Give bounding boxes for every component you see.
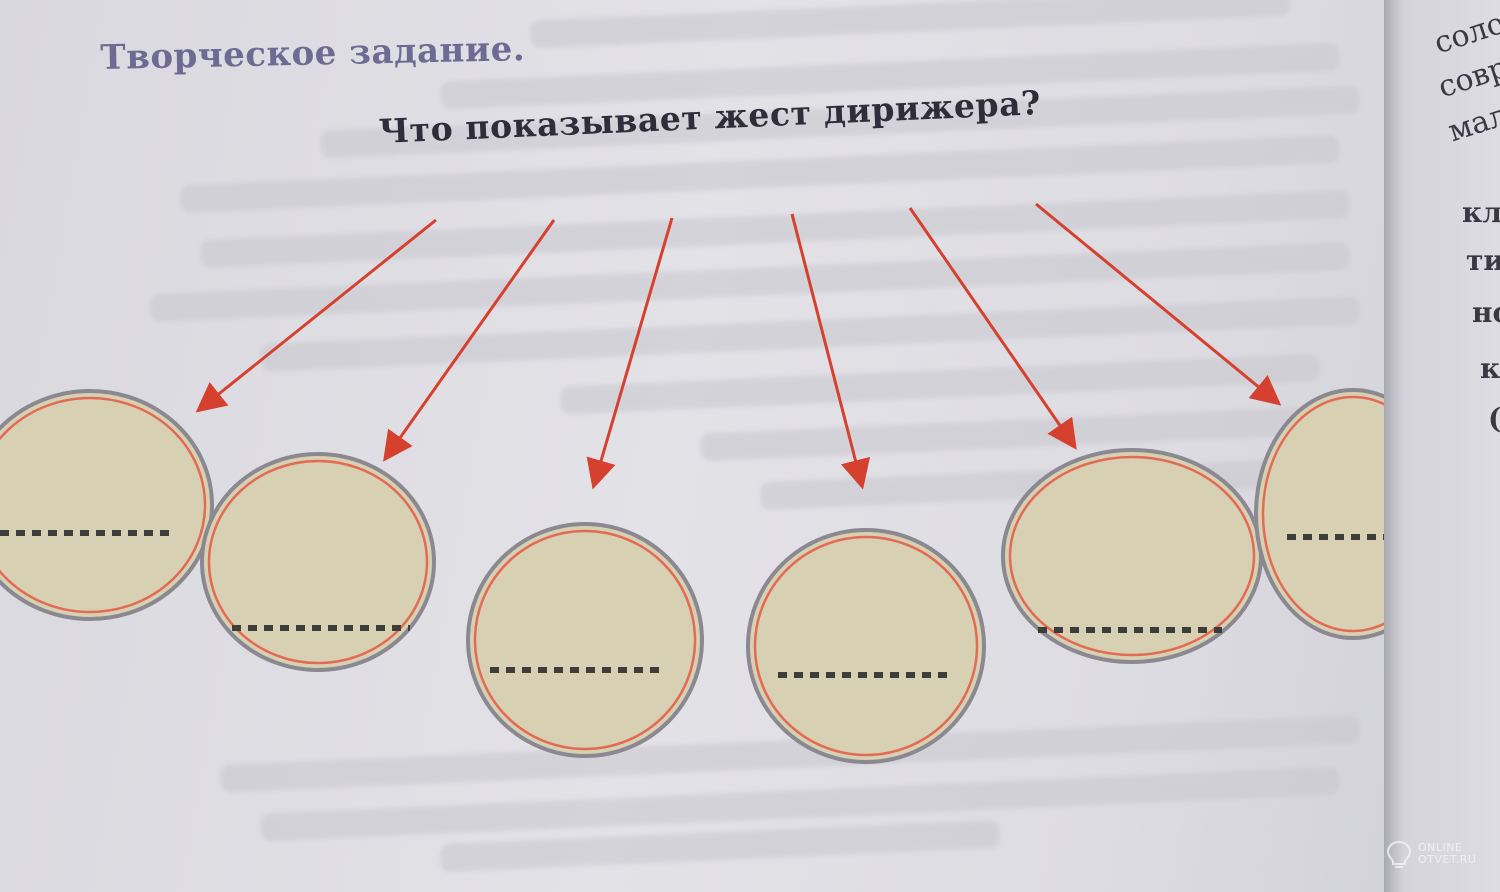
circle-inner-ring: [753, 535, 979, 757]
next-page-word: к: [1480, 352, 1500, 385]
circle-inner-ring: [1008, 455, 1256, 657]
circle-inner-ring: [207, 459, 429, 665]
arrow: [383, 219, 556, 462]
answer-circle: [746, 528, 986, 764]
watermark-line2: OTVET.RU: [1418, 853, 1477, 866]
answer-circle: [0, 389, 214, 621]
next-page-word: (: [1488, 402, 1500, 435]
next-page-edge: соло совр мал кла ти но к (: [1384, 0, 1500, 892]
watermark: ONLINE OTVET.RU: [1418, 842, 1488, 866]
next-page-word: ти: [1466, 244, 1500, 277]
answer-circle: [466, 522, 704, 758]
answer-circle: [1001, 448, 1263, 664]
circle-outer-ring: [200, 452, 436, 672]
circle-inner-ring: [473, 529, 697, 751]
circle-outer-ring: [746, 528, 986, 764]
answer-circle: [200, 452, 436, 672]
arrow: [908, 207, 1077, 450]
arrow: [195, 218, 437, 413]
next-page-word: мал: [1444, 97, 1500, 150]
arrow: [790, 213, 871, 490]
next-page-word: но: [1472, 296, 1500, 329]
circle-outer-ring: [0, 389, 214, 621]
circle-outer-ring: [466, 522, 704, 758]
arrow: [586, 217, 674, 490]
circle-inner-ring: [0, 396, 207, 614]
lightbulb-icon: [1386, 840, 1412, 868]
arrow: [1035, 202, 1282, 406]
next-page-word: кла: [1462, 196, 1500, 229]
arrows-group: [195, 202, 1282, 490]
circles-group: [0, 388, 1452, 764]
watermark-line1: ONLINE: [1418, 841, 1463, 854]
